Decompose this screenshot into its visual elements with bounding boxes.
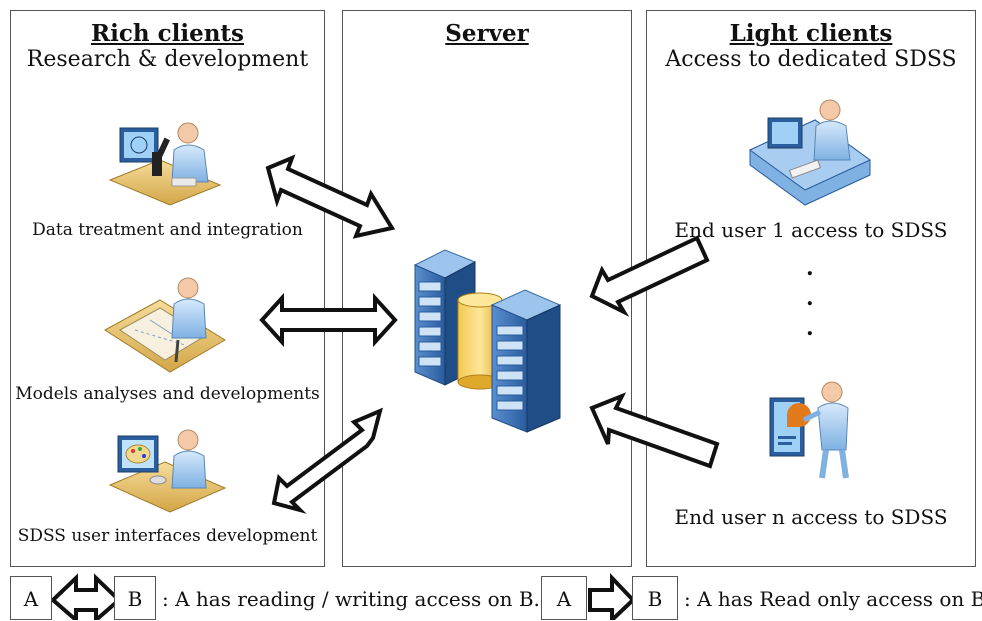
designer-drafting-icon: [104, 277, 226, 373]
legend-bidirectional-arrow: [50, 573, 122, 620]
legend-read-only-text: : A has Read only access on B.: [684, 587, 982, 611]
ellipsis-dot: .: [806, 315, 814, 341]
read-only-arrow: [589, 392, 720, 469]
server-database-icon: [413, 249, 562, 433]
legend-read-only-arrow: [588, 573, 636, 620]
read-only-arrow: [589, 235, 710, 317]
light-clients-subtitle: Access to dedicated SDSS: [665, 47, 957, 73]
legend-box-b: B: [114, 576, 156, 620]
legend-box-b: B: [632, 576, 678, 620]
legend-box-a: A: [10, 576, 52, 620]
server-title: Server: [445, 20, 529, 47]
user-workstation-icon: [749, 99, 871, 206]
legend-bidir-text: : A has reading / writing access on B.: [162, 587, 540, 611]
light-clients-title: Light clients: [729, 20, 893, 47]
rich-client-label: Models analyses and developments: [15, 384, 320, 404]
rich-clients-subtitle: Research & development: [26, 47, 309, 73]
rich-client-label: Data treatment and integration: [32, 220, 303, 240]
light-clients-panel: Light clients Access to dedicated SDSS: [646, 10, 976, 567]
light-client-label: End user 1 access to SDSS: [674, 218, 948, 242]
bidirectional-arrow: [259, 292, 398, 348]
ellipsis-dot: .: [806, 285, 814, 311]
legend-box-a: A: [541, 576, 587, 620]
bidirectional-arrow: [265, 154, 396, 239]
user-presentation-icon: [769, 381, 849, 479]
rich-clients-title: Rich clients: [91, 20, 244, 47]
light-client-label: End user n access to SDSS: [674, 505, 948, 529]
ellipsis-dot: .: [806, 255, 814, 281]
developer-palette-icon: [108, 429, 227, 513]
scientist-microscope-icon: [108, 122, 222, 206]
bidirectional-arrow: [271, 407, 383, 514]
rich-client-label: SDSS user interfaces development: [17, 526, 318, 546]
